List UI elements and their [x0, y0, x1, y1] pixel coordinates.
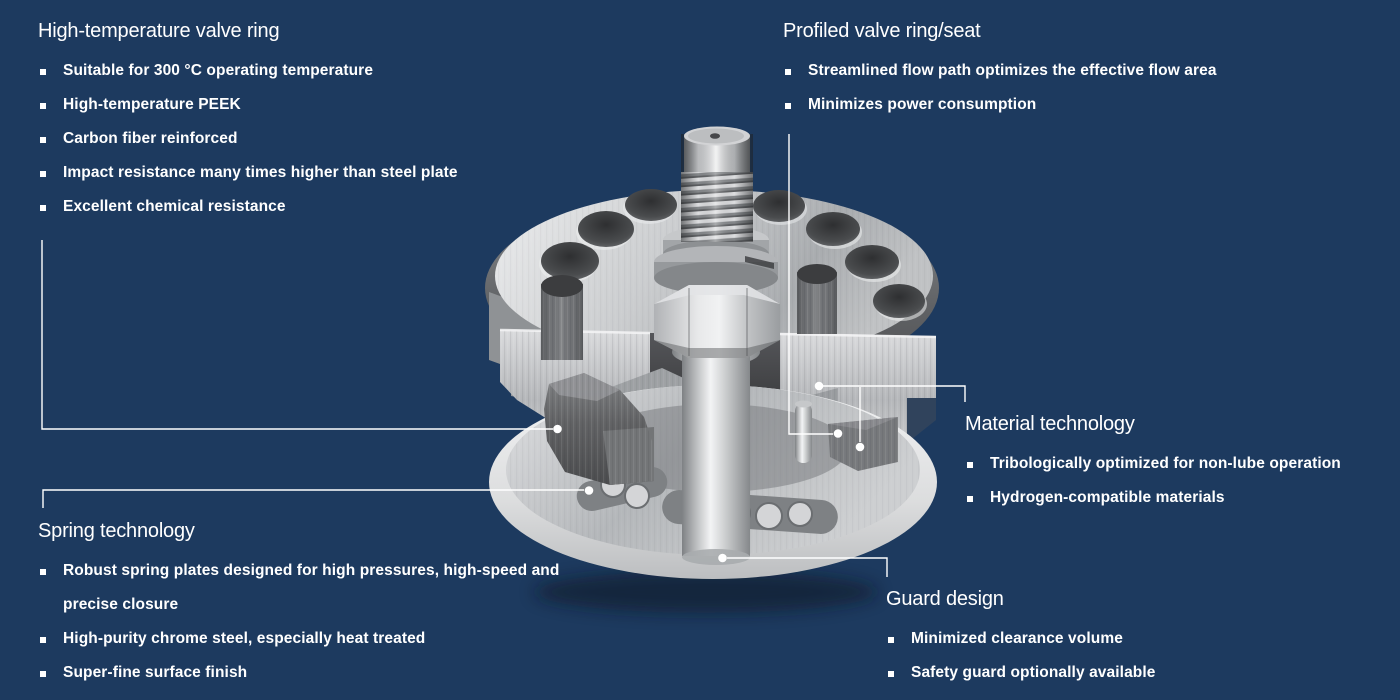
- cut-bore-right: [797, 264, 837, 334]
- callout-line-material-technology: [814, 381, 966, 452]
- callout-title: Material technology: [965, 413, 1135, 435]
- valve-shadow: [534, 571, 878, 613]
- feature-item: Robust spring plates designed for high p…: [38, 554, 583, 622]
- feature-item: Tribologically optimized for non-lube op…: [965, 447, 1395, 481]
- callout-line-high-temp-valve-ring: [41, 240, 562, 434]
- bullet-square-icon: [888, 671, 894, 677]
- feature-list: Suitable for 300 °C operating temperatur…: [38, 54, 518, 224]
- callout-line-profiled-valve-ring-seat: [788, 134, 843, 438]
- threaded-stud: [681, 126, 753, 242]
- pin: [795, 400, 812, 463]
- feature-item-label: Suitable for 300 °C operating temperatur…: [63, 62, 374, 79]
- bullet-square-icon: [785, 103, 791, 109]
- callout-title: Spring technology: [38, 520, 195, 542]
- bullet-square-icon: [967, 462, 973, 468]
- callout-line-spring-technology: [42, 486, 594, 508]
- cover-holes: [539, 189, 927, 321]
- feature-item-label: Robust spring plates designed for high p…: [63, 562, 560, 613]
- feature-item: Impact resistance many times higher than…: [38, 156, 518, 190]
- feature-item: Minimized clearance volume: [886, 622, 1316, 656]
- feature-item: Safety guard optionally available: [886, 656, 1316, 690]
- feature-item-label: Super-fine surface finish: [63, 664, 248, 681]
- bullet-square-icon: [40, 69, 46, 75]
- feature-item-label: Minimized clearance volume: [911, 630, 1123, 647]
- feature-item: Carbon fiber reinforced: [38, 122, 518, 156]
- feature-item: Super-fine surface finish: [38, 656, 583, 690]
- callout-title: High-temperature valve ring: [38, 20, 280, 42]
- feature-list: Streamlined flow path optimizes the effe…: [783, 54, 1283, 122]
- callout-title: Guard design: [886, 588, 1004, 610]
- feature-item-label: Streamlined flow path optimizes the effe…: [808, 62, 1217, 79]
- feature-item: Excellent chemical resistance: [38, 190, 518, 224]
- bullet-square-icon: [40, 103, 46, 109]
- bullet-square-icon: [785, 69, 791, 75]
- feature-item: Minimizes power consumption: [783, 88, 1283, 122]
- center-spindle: [672, 331, 760, 565]
- callout-line-guard-design: [718, 553, 888, 577]
- callout-lines: [41, 134, 966, 577]
- feature-item-label: Safety guard optionally available: [911, 664, 1156, 681]
- valve-internals: [544, 331, 898, 565]
- feature-item-label: Impact resistance many times higher than…: [63, 164, 458, 181]
- feature-item: Suitable for 300 °C operating temperatur…: [38, 54, 518, 88]
- feature-item-label: Carbon fiber reinforced: [63, 130, 238, 147]
- bullet-square-icon: [40, 171, 46, 177]
- feature-item-label: Hydrogen-compatible materials: [990, 489, 1225, 506]
- feature-item-label: High-purity chrome steel, especially hea…: [63, 630, 426, 647]
- feature-item: Streamlined flow path optimizes the effe…: [783, 54, 1283, 88]
- feature-item-label: High-temperature PEEK: [63, 96, 241, 113]
- callout-high-temperature-valve-ring: High-temperature valve ring Suitable for…: [38, 16, 518, 224]
- feature-item: Hydrogen-compatible materials: [965, 481, 1395, 515]
- bullet-square-icon: [40, 569, 46, 575]
- feature-list: Tribologically optimized for non-lube op…: [965, 447, 1395, 515]
- callout-spring-technology: Spring technology Robust spring plates d…: [38, 516, 583, 690]
- cut-bore-left: [541, 275, 583, 360]
- bullet-square-icon: [967, 496, 973, 502]
- center-bolt-assembly: [654, 126, 780, 358]
- feature-item-label: Minimizes power consumption: [808, 96, 1037, 113]
- feature-item-label: Excellent chemical resistance: [63, 198, 286, 215]
- bullet-square-icon: [40, 137, 46, 143]
- feature-item: High-temperature PEEK: [38, 88, 518, 122]
- callout-title: Profiled valve ring/seat: [783, 20, 981, 42]
- feature-item-label: Tribologically optimized for non-lube op…: [990, 455, 1341, 472]
- hex-nut: [654, 285, 780, 358]
- bullet-square-icon: [40, 671, 46, 677]
- bullet-square-icon: [888, 637, 894, 643]
- feature-item: High-purity chrome steel, especially hea…: [38, 622, 583, 656]
- callout-profiled-valve-ring-seat: Profiled valve ring/seat Streamlined flo…: [783, 16, 1283, 122]
- bullet-square-icon: [40, 205, 46, 211]
- valve-ring-segment: [544, 373, 654, 485]
- feature-list: Robust spring plates designed for high p…: [38, 554, 583, 690]
- bullet-square-icon: [40, 637, 46, 643]
- callout-material-technology: Material technology Tribologically optim…: [965, 409, 1395, 515]
